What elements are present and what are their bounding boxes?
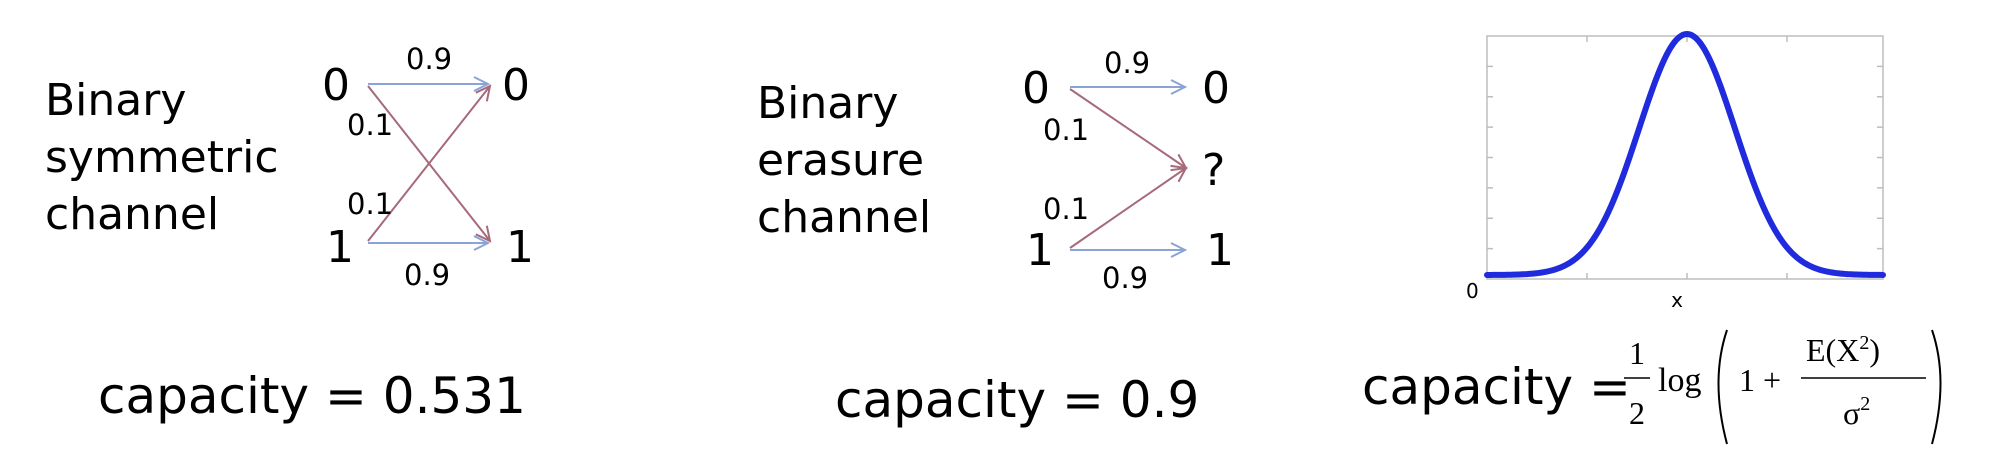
bec-output-1: 1 [1206,225,1234,276]
numerator-main: E(X [1806,332,1859,368]
plot-frame [1486,35,1884,280]
bec-input-1: 1 [1026,225,1054,276]
half-denominator: 2 [1629,395,1645,431]
bsc-arrow-1-0 [367,86,490,242]
bsc-input-1: 1 [326,222,354,273]
right-paren [1931,329,1942,445]
log-operator: log [1658,362,1701,399]
bec-input-0: 0 [1022,63,1050,114]
denominator-main: σ [1843,395,1860,431]
bec-diagram: Binary erasure channel 0 1 0 ? 1 0.9 0.9… [757,46,1234,429]
numerator-exponent: 2 [1859,332,1869,354]
bsc-title-line-3: channel [45,189,219,240]
x-axis-label: x [1671,288,1683,312]
denominator-exponent: 2 [1860,393,1870,415]
bec-title-line-1: Binary [757,78,898,129]
bsc-capacity: capacity = 0.531 [98,367,526,425]
bec-arrow-0-erasure [1069,88,1186,168]
denominator-sigma: σ2 [1843,393,1870,431]
left-paren [1717,329,1728,445]
bec-output-erasure: ? [1202,145,1225,196]
bsc-input-0: 0 [322,60,350,111]
one-plus: 1 + [1739,362,1781,398]
bec-capacity: capacity = 0.9 [835,371,1199,429]
plot-ticks [1487,36,1883,279]
bsc-prob-cross-top: 0.1 [347,108,393,142]
bec-prob-top: 0.9 [1104,46,1150,80]
bec-title-line-2: erasure [757,135,924,186]
capacity-formula: 1 2 log 1 + E(X2) σ2 [1624,329,1942,445]
bsc-output-1: 1 [506,222,534,273]
bec-arrow-1-erasure [1069,168,1186,249]
half-numerator: 1 [1629,335,1645,371]
numerator-expectation: E(X2) [1806,332,1880,368]
bec-prob-erase-top: 0.1 [1043,113,1089,147]
bsc-prob-top: 0.9 [406,42,452,76]
bsc-diagram: Binary symmetric channel 0 1 0 1 0.9 0.9… [45,42,534,425]
bec-prob-erase-bottom: 0.1 [1043,192,1089,226]
gaussian-panel: 0 x capacity = 1 2 log 1 + E(X2) σ2 [1362,30,1942,445]
bsc-title-line-1: Binary [45,75,186,126]
bec-output-0: 0 [1202,63,1230,114]
numerator-close: ) [1869,332,1880,368]
gaussian-capacity-prefix: capacity = [1362,358,1631,416]
bsc-output-0: 0 [502,60,530,111]
bec-prob-bottom: 0.9 [1102,261,1148,295]
bsc-title-line-2: symmetric [45,132,279,183]
bsc-prob-bottom: 0.9 [404,258,450,292]
bsc-prob-cross-bottom: 0.1 [347,187,393,221]
gaussian-curve [1484,30,1886,278]
bec-title-line-3: channel [757,192,931,243]
y-axis-zero-label: 0 [1466,279,1479,303]
